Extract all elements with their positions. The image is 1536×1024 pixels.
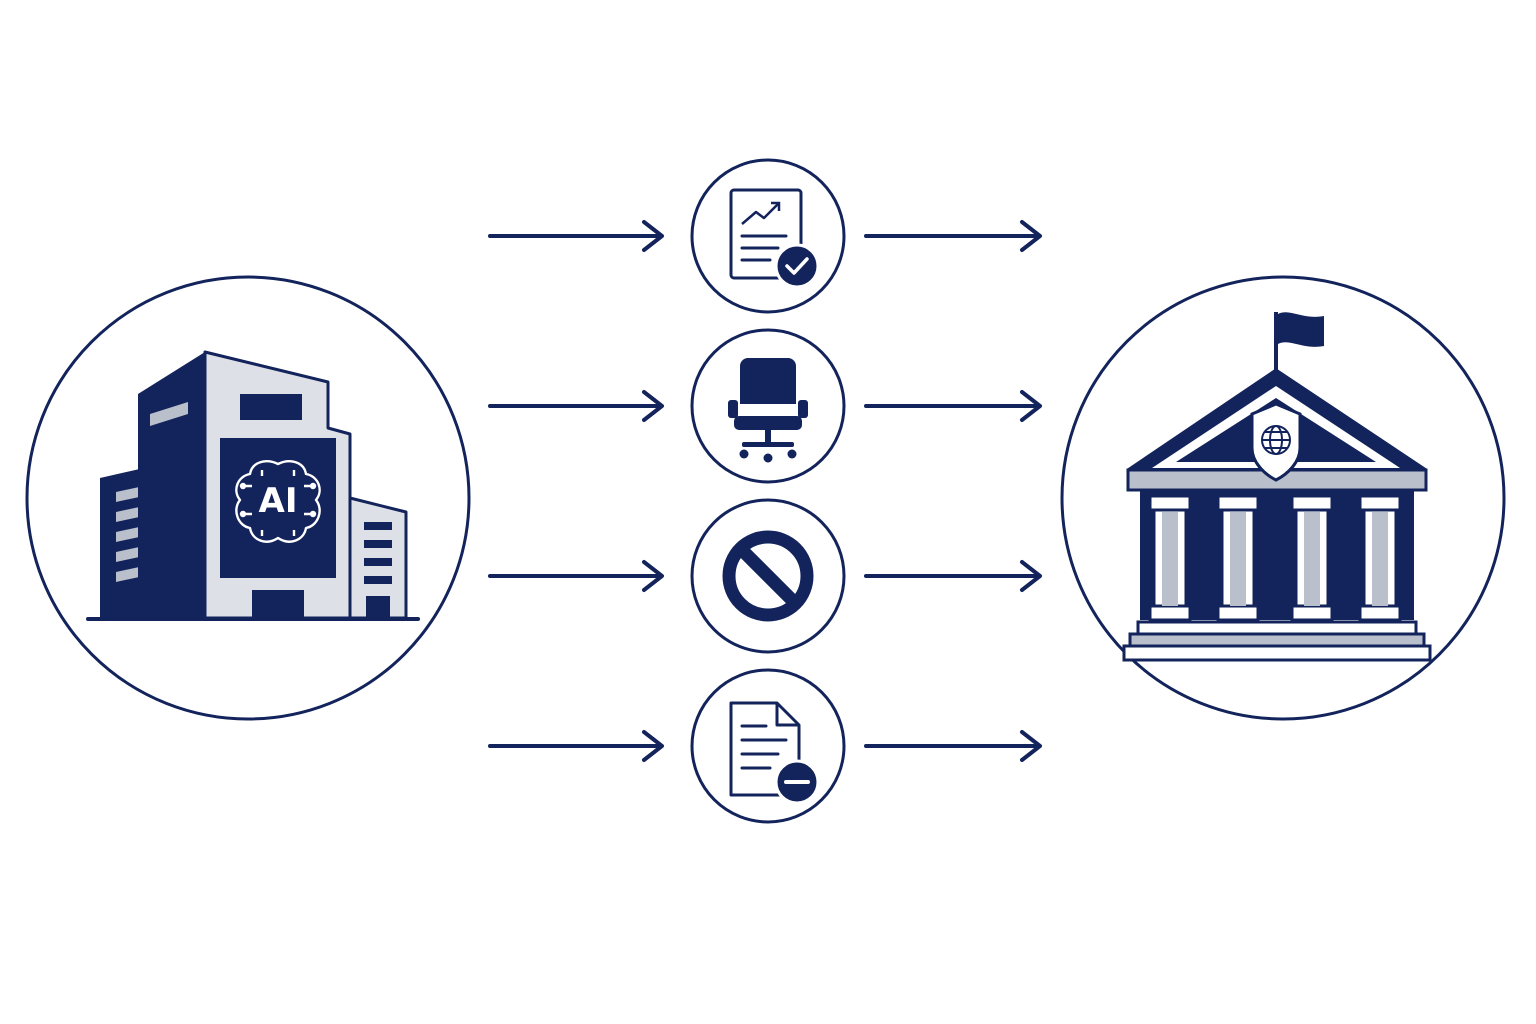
- performance-report-approved-icon: [729, 188, 820, 289]
- flag-icon: [1278, 312, 1324, 347]
- steps: [1122, 620, 1432, 662]
- arrow-in-2: [488, 390, 664, 422]
- arrow-out-3: [864, 560, 1042, 592]
- target-node: [1060, 275, 1506, 721]
- arrow-out-2: [864, 390, 1042, 422]
- channel-document-remove: [690, 668, 846, 824]
- office-chair-icon: [728, 358, 808, 463]
- brain-icon: [235, 460, 321, 543]
- ai-company-building-icon: AI: [86, 350, 420, 621]
- arrow-out-4: [864, 730, 1042, 762]
- ai-badge-text: AI: [259, 481, 298, 521]
- arrows: [488, 220, 1042, 762]
- arrow-out-1: [864, 220, 1042, 252]
- arrow-in-4: [488, 730, 664, 762]
- channel-office-chair: [690, 328, 846, 484]
- document-remove-icon: [729, 701, 820, 805]
- check-badge-icon: [774, 243, 820, 289]
- channel-report-approved: [690, 158, 846, 314]
- channel-prohibited: [690, 498, 846, 654]
- prohibited-icon: [722, 530, 814, 622]
- government-institution-icon: [1122, 312, 1432, 662]
- shield-globe-icon: [1250, 402, 1302, 482]
- source-node: AI: [25, 275, 471, 721]
- arrow-in-3: [488, 560, 664, 592]
- arrow-in-1: [488, 220, 664, 252]
